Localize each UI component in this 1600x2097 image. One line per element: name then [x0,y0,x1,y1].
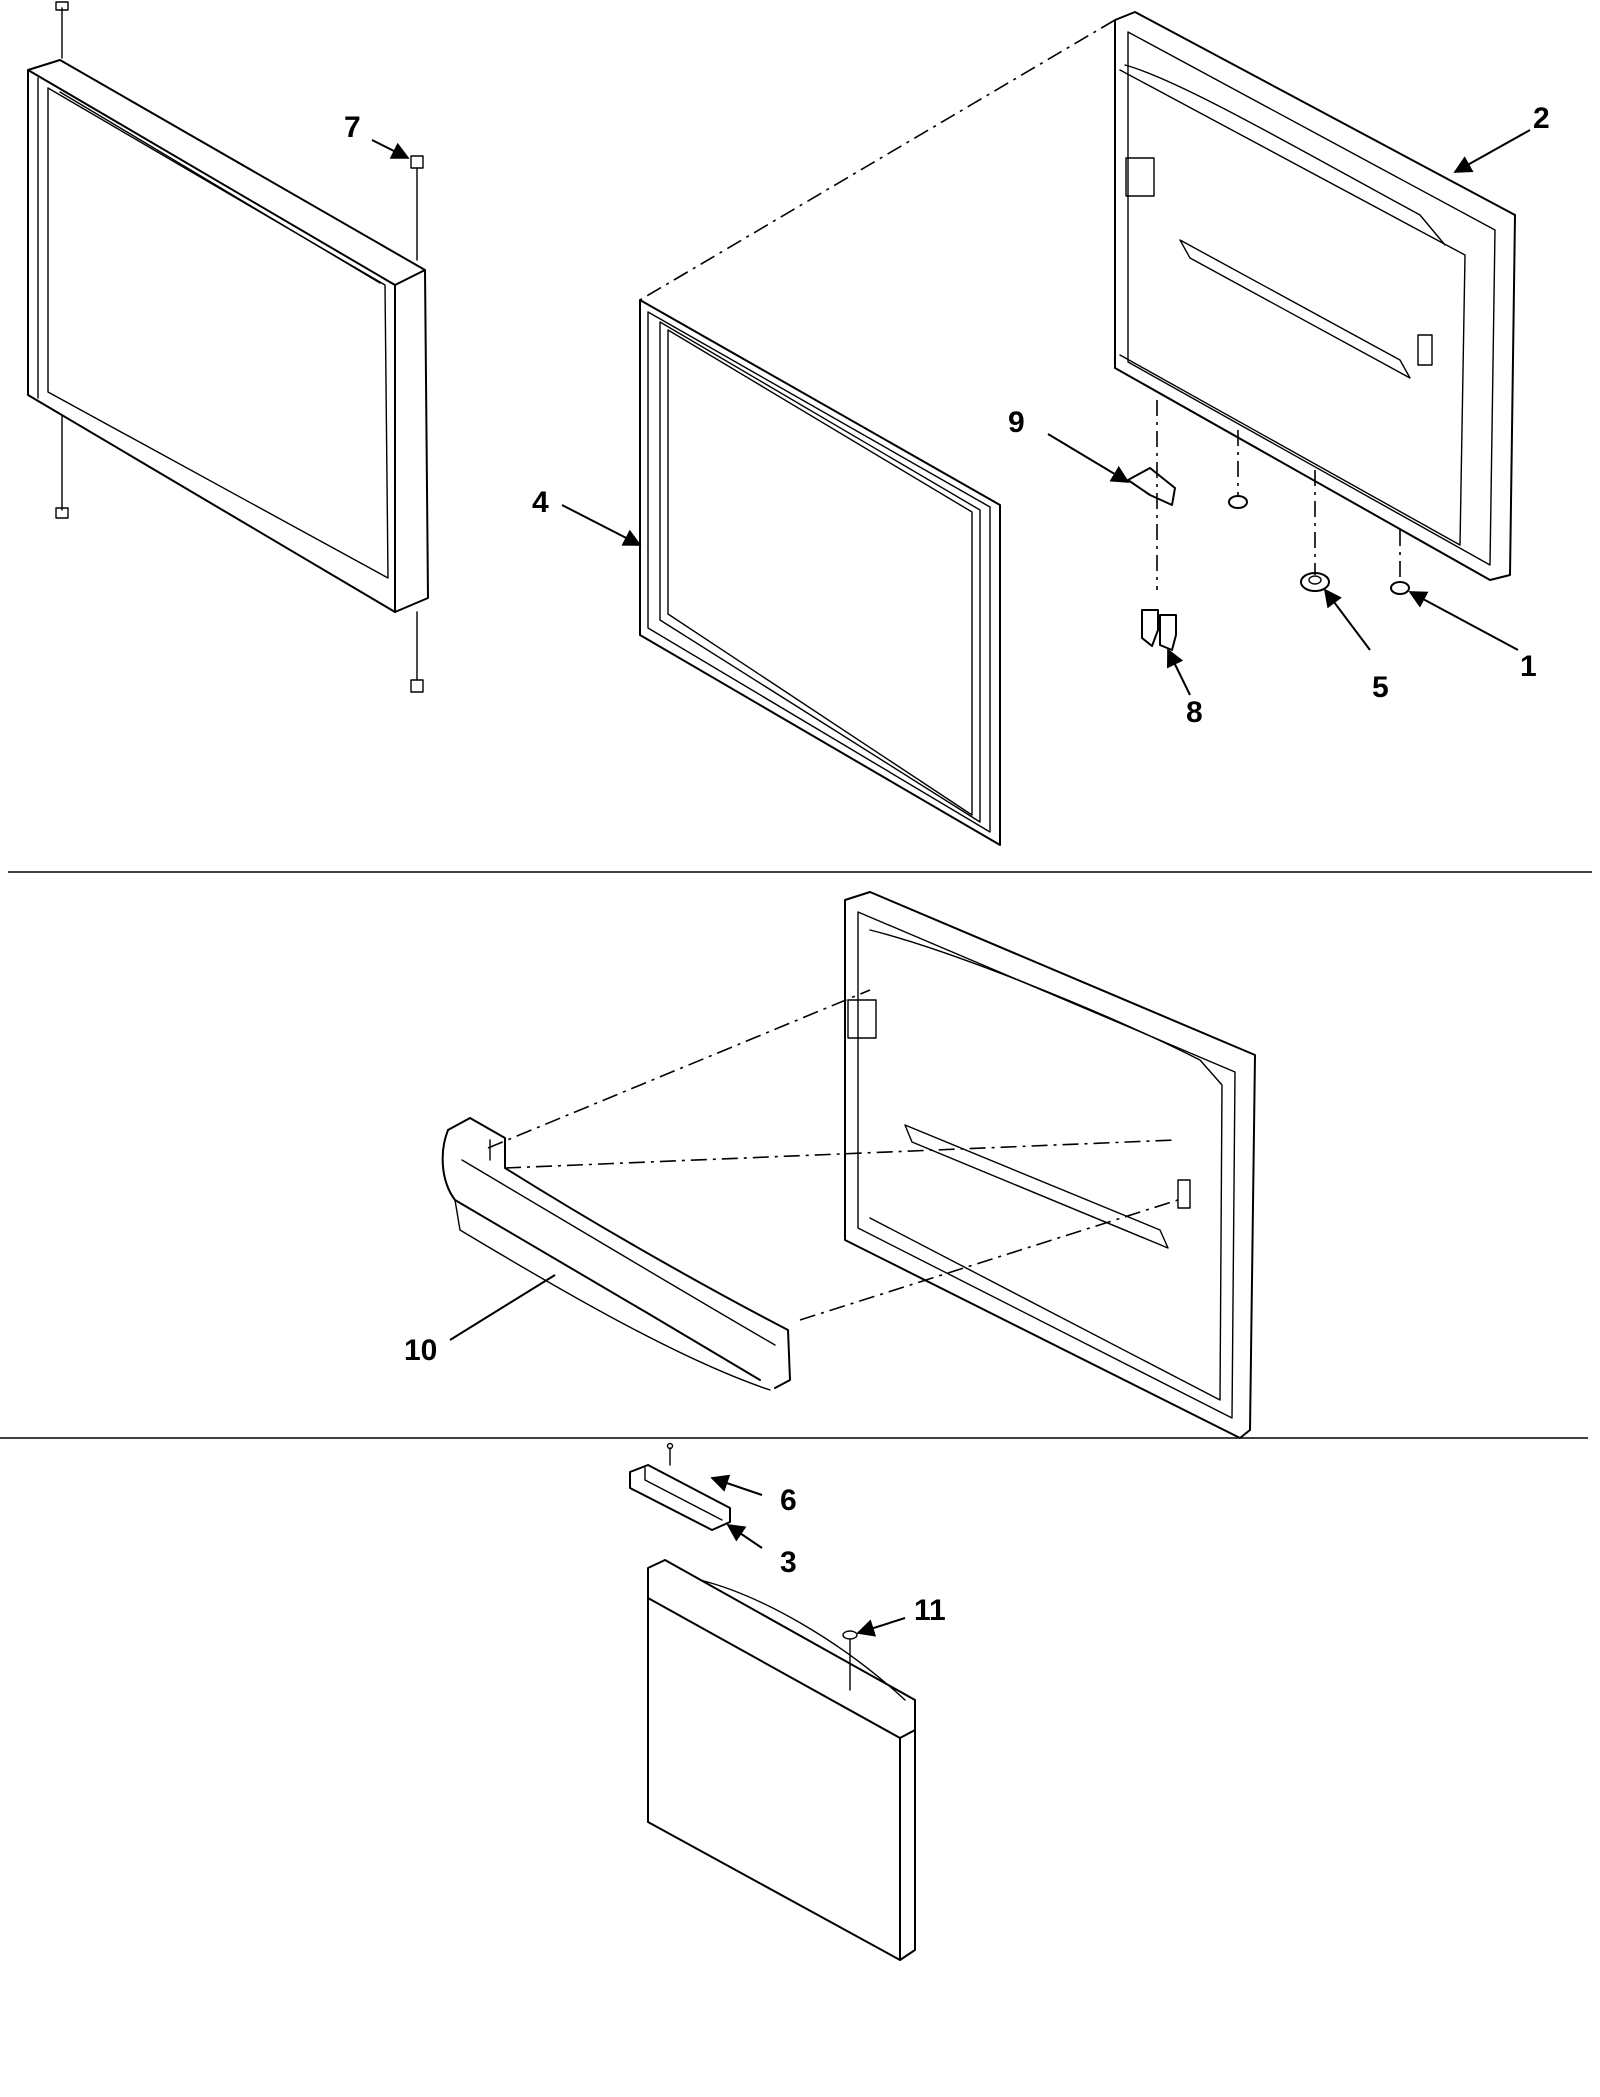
callout-11: 11 [914,1594,946,1627]
leader-8 [1167,648,1191,696]
hinge-bracket [1127,467,1176,506]
drawer-front [647,1559,916,1961]
door-panel-upper [1114,11,1516,581]
callout-8: 8 [1186,696,1203,729]
door-gasket [639,299,1001,846]
leader-6 [710,1474,763,1496]
callout-9: 9 [1008,406,1025,439]
leader-10 [449,1274,556,1341]
leader-2 [1453,129,1531,173]
callout-4: 4 [532,486,549,519]
assembly-lines-upper [639,19,1401,590]
callout-1: 1 [1520,650,1537,683]
callout-7: 7 [344,111,361,144]
callout-10: 10 [404,1334,437,1367]
callout-2: 2 [1533,102,1550,135]
drawer-screw [842,1630,858,1640]
door-bin [441,1117,791,1391]
leader-9 [1047,433,1130,483]
leader-1 [1408,591,1519,651]
leader-11 [856,1617,906,1637]
leader-4 [561,504,642,546]
callout-5: 5 [1372,671,1389,704]
callout-3: 3 [780,1546,797,1579]
assembly-lines-middle [487,989,1179,1321]
plug-cap [1228,495,1410,595]
door-stop [1300,572,1330,592]
door-panel-middle [844,891,1256,1439]
hinge-pins [1141,609,1177,651]
leader-7 [371,139,410,159]
leader-5 [1323,588,1371,651]
callout-6: 6 [780,1484,797,1517]
door-frame [27,1,429,693]
door-handle [629,1442,731,1531]
leader-3 [726,1523,763,1549]
